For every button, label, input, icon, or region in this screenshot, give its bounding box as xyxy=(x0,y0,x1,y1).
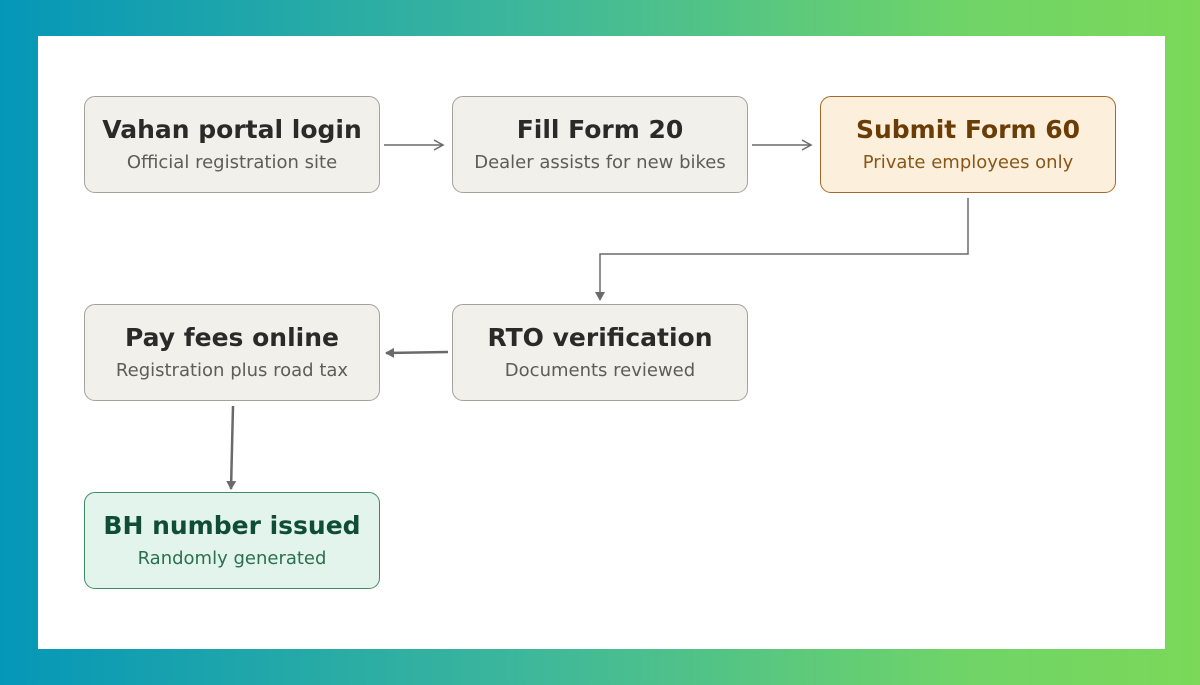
step-rto-verification: RTO verification Documents reviewed xyxy=(452,304,748,401)
step-bh-number-issued: BH number issued Randomly generated xyxy=(84,492,380,589)
step-pay-fees-online: Pay fees online Registration plus road t… xyxy=(84,304,380,401)
step-subtitle: Official registration site xyxy=(126,151,338,173)
step-title: Pay fees online xyxy=(125,322,339,352)
step-subtitle: Dealer assists for new bikes xyxy=(474,151,726,173)
step-subtitle: Randomly generated xyxy=(137,547,327,569)
step-subtitle: Registration plus road tax xyxy=(115,359,349,381)
step-subtitle: Documents reviewed xyxy=(504,359,696,381)
step-title: Fill Form 20 xyxy=(516,114,684,144)
step-vahan-portal-login: Vahan portal login Official registration… xyxy=(84,96,380,193)
step-title: Submit Form 60 xyxy=(855,114,1081,144)
step-fill-form-20: Fill Form 20 Dealer assists for new bike… xyxy=(452,96,748,193)
step-subtitle: Private employees only xyxy=(862,151,1074,173)
step-title: RTO verification xyxy=(487,322,713,352)
step-submit-form-60: Submit Form 60 Private employees only xyxy=(820,96,1116,193)
step-title: BH number issued xyxy=(103,510,361,540)
step-title: Vahan portal login xyxy=(102,114,362,144)
